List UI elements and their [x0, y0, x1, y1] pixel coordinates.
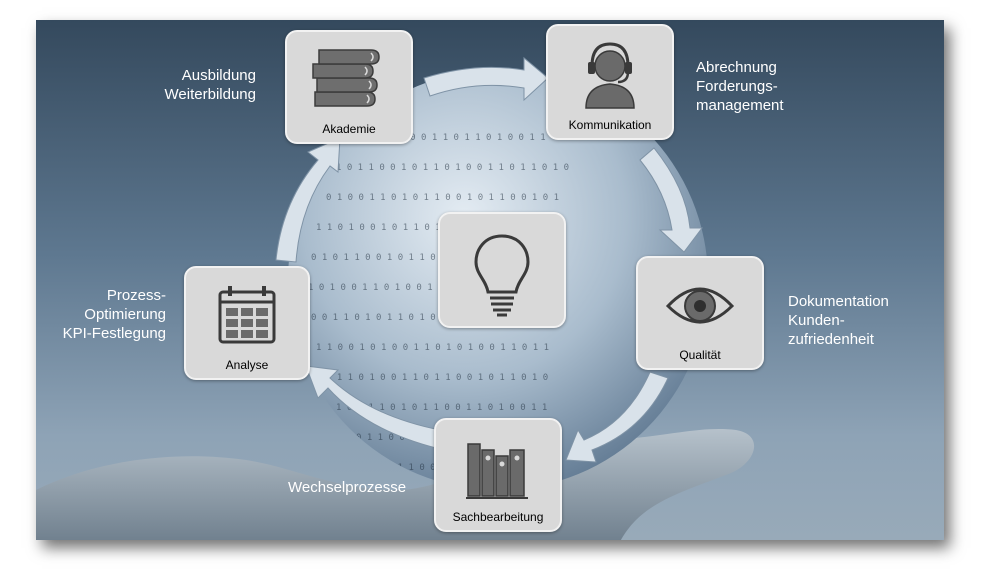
- calendar-icon: [218, 286, 276, 344]
- svg-text:1 1 0 1 0 0 1 0 1 1 0 1 1 0 0: 1 1 0 1 0 0 1 0 1 1 0 1 1 0 0 1 0 1 1 0 …: [316, 223, 560, 233]
- svg-text:1 0 1 1 0 0 1 0 1 1 0 1 0 0 1: 1 0 1 1 0 0 1 0 1 1 0 1 0 0 1 1 0 1 1 0 …: [336, 163, 569, 173]
- svg-text:0 1 1 0 1 0 0 1 1 0 1 1 0 1 0: 0 1 1 0 1 0 0 1 1 0 1 1 0 1 0 0 1 1: [356, 133, 546, 143]
- node-akademie-label: Akademie: [322, 122, 376, 136]
- svg-text:1 0 1 0 0 1 1 0 1 0 0 1 1 0 1: 1 0 1 0 0 1 1 0 1 0 0 1 1 0 1 1 0 1 0 0 …: [308, 283, 552, 293]
- side-label-sachbearbeitung: Wechselprozesse: [288, 479, 407, 496]
- side-label-akademie: Ausbildung Weiterbildung: [164, 67, 256, 103]
- side-label-qualitaet: Dokumentation Kunden- zufriedenheit: [788, 293, 889, 348]
- diagram-frame: 1 0 1 1 0 0 1 0 1 1 0 1 0 0 1 1 0 1 1 0 …: [36, 20, 944, 540]
- center-node: [438, 212, 566, 328]
- svg-text:0 1 1 0 1 0 0 1 1 0 1 1 0 0 1: 0 1 1 0 1 0 0 1 1 0 1 1 0 0 1 0 1 1 0 1 …: [326, 373, 548, 383]
- books-icon: [312, 49, 380, 107]
- node-qualitaet: Qualität: [636, 256, 764, 370]
- eye-icon: [665, 287, 735, 324]
- svg-text:0 1 0 1 1 0 0 1 0 1 1 0 1 0 0: 0 1 0 1 1 0 0 1 0 1 1 0 1 0 0 1 1 0 1 0 …: [311, 253, 555, 263]
- node-akademie: Akademie: [285, 30, 413, 144]
- binders-icon: [466, 443, 528, 499]
- arrow-qualitaet-sachbearbeitung: [565, 371, 669, 463]
- arrow-analyse-akademie: [275, 137, 341, 263]
- svg-text:0 1 0 0 1 1 0 1 0 1 1 0 0 1 0: 0 1 0 0 1 1 0 1 0 1 1 0 0 1 0 1 1 0 0 1 …: [326, 193, 559, 203]
- node-kommunikation-label: Kommunikation: [568, 118, 652, 132]
- arrow-kommunikation-qualitaet: [639, 147, 703, 253]
- node-analyse: Analyse: [184, 266, 310, 380]
- lightbulb-icon: [474, 234, 530, 317]
- side-label-kommunikation: Abrechnung Forderungs- management: [696, 59, 784, 114]
- node-sachbearbeitung-label: Sachbearbeitung: [452, 510, 544, 524]
- node-qualitaet-label: Qualität: [679, 348, 721, 362]
- node-sachbearbeitung: Sachbearbeitung: [434, 418, 562, 532]
- cycle-arrows: [275, 56, 703, 463]
- svg-text:1 1 0 0 1 0 1 0 0 1 1 0 1 0 1: 1 1 0 0 1 0 1 0 0 1 1 0 1 0 1 0 0 1 1 0 …: [316, 343, 549, 353]
- node-analyse-label: Analyse: [225, 358, 269, 372]
- headset-icon: [585, 42, 635, 109]
- node-kommunikation: Kommunikation: [546, 24, 674, 140]
- svg-text:0 0 1 1 0 1 0 1 1 0 1 0 0 1 1: 0 0 1 1 0 1 0 1 1 0 1 0 0 1 1 0 1 0 1 1 …: [311, 313, 555, 323]
- side-label-analyse: Prozess- Optimierung KPI-Festlegung: [62, 287, 166, 342]
- svg-text:1 0 0 1 1 0 1 0 1 1 0 0 1 1 0: 1 0 0 1 1 0 1 0 1 1 0 0 1 1 0 1 0 0 1 1: [336, 403, 547, 413]
- arrow-sachbearbeitung-analyse: [305, 365, 441, 449]
